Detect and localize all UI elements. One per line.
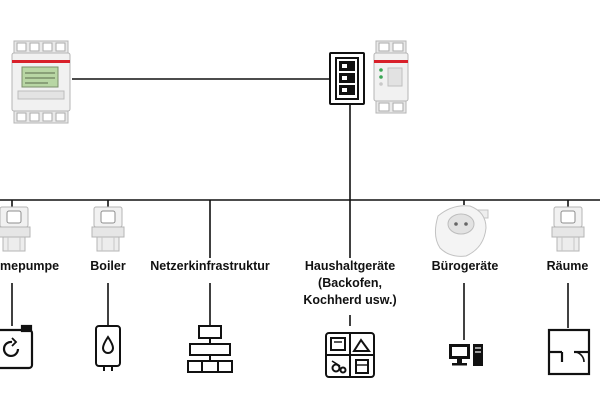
computer-icon (449, 344, 483, 366)
label-boiler: Boiler (90, 259, 126, 273)
current-clamp-device (0, 206, 585, 252)
label-household-line2: (Backofen, (318, 276, 382, 290)
keypad-icon (329, 52, 365, 105)
floorplan-icon (547, 328, 591, 376)
label-rooms: Räume (546, 259, 589, 273)
connector-lines (0, 78, 600, 340)
label-household-line1: Haushaltgeräte (304, 259, 396, 273)
modular-meter-device (373, 40, 409, 114)
label-network: Netzerkinfrastruktur (150, 259, 270, 273)
label-household: Haushaltgeräte (Backofen, Kochherd usw.) (290, 258, 410, 309)
appliances-icon (325, 332, 375, 378)
label-office: Bürogeräte (431, 259, 499, 273)
smart-plug-device (434, 205, 489, 257)
boiler-icon (95, 325, 121, 371)
label-heat-pump: mepumpe (0, 259, 60, 273)
energy-meter-device (11, 40, 71, 124)
heat-pump-icon (0, 324, 34, 370)
label-household-line3: Kochherd usw.) (303, 293, 397, 307)
network-icon (187, 325, 233, 373)
